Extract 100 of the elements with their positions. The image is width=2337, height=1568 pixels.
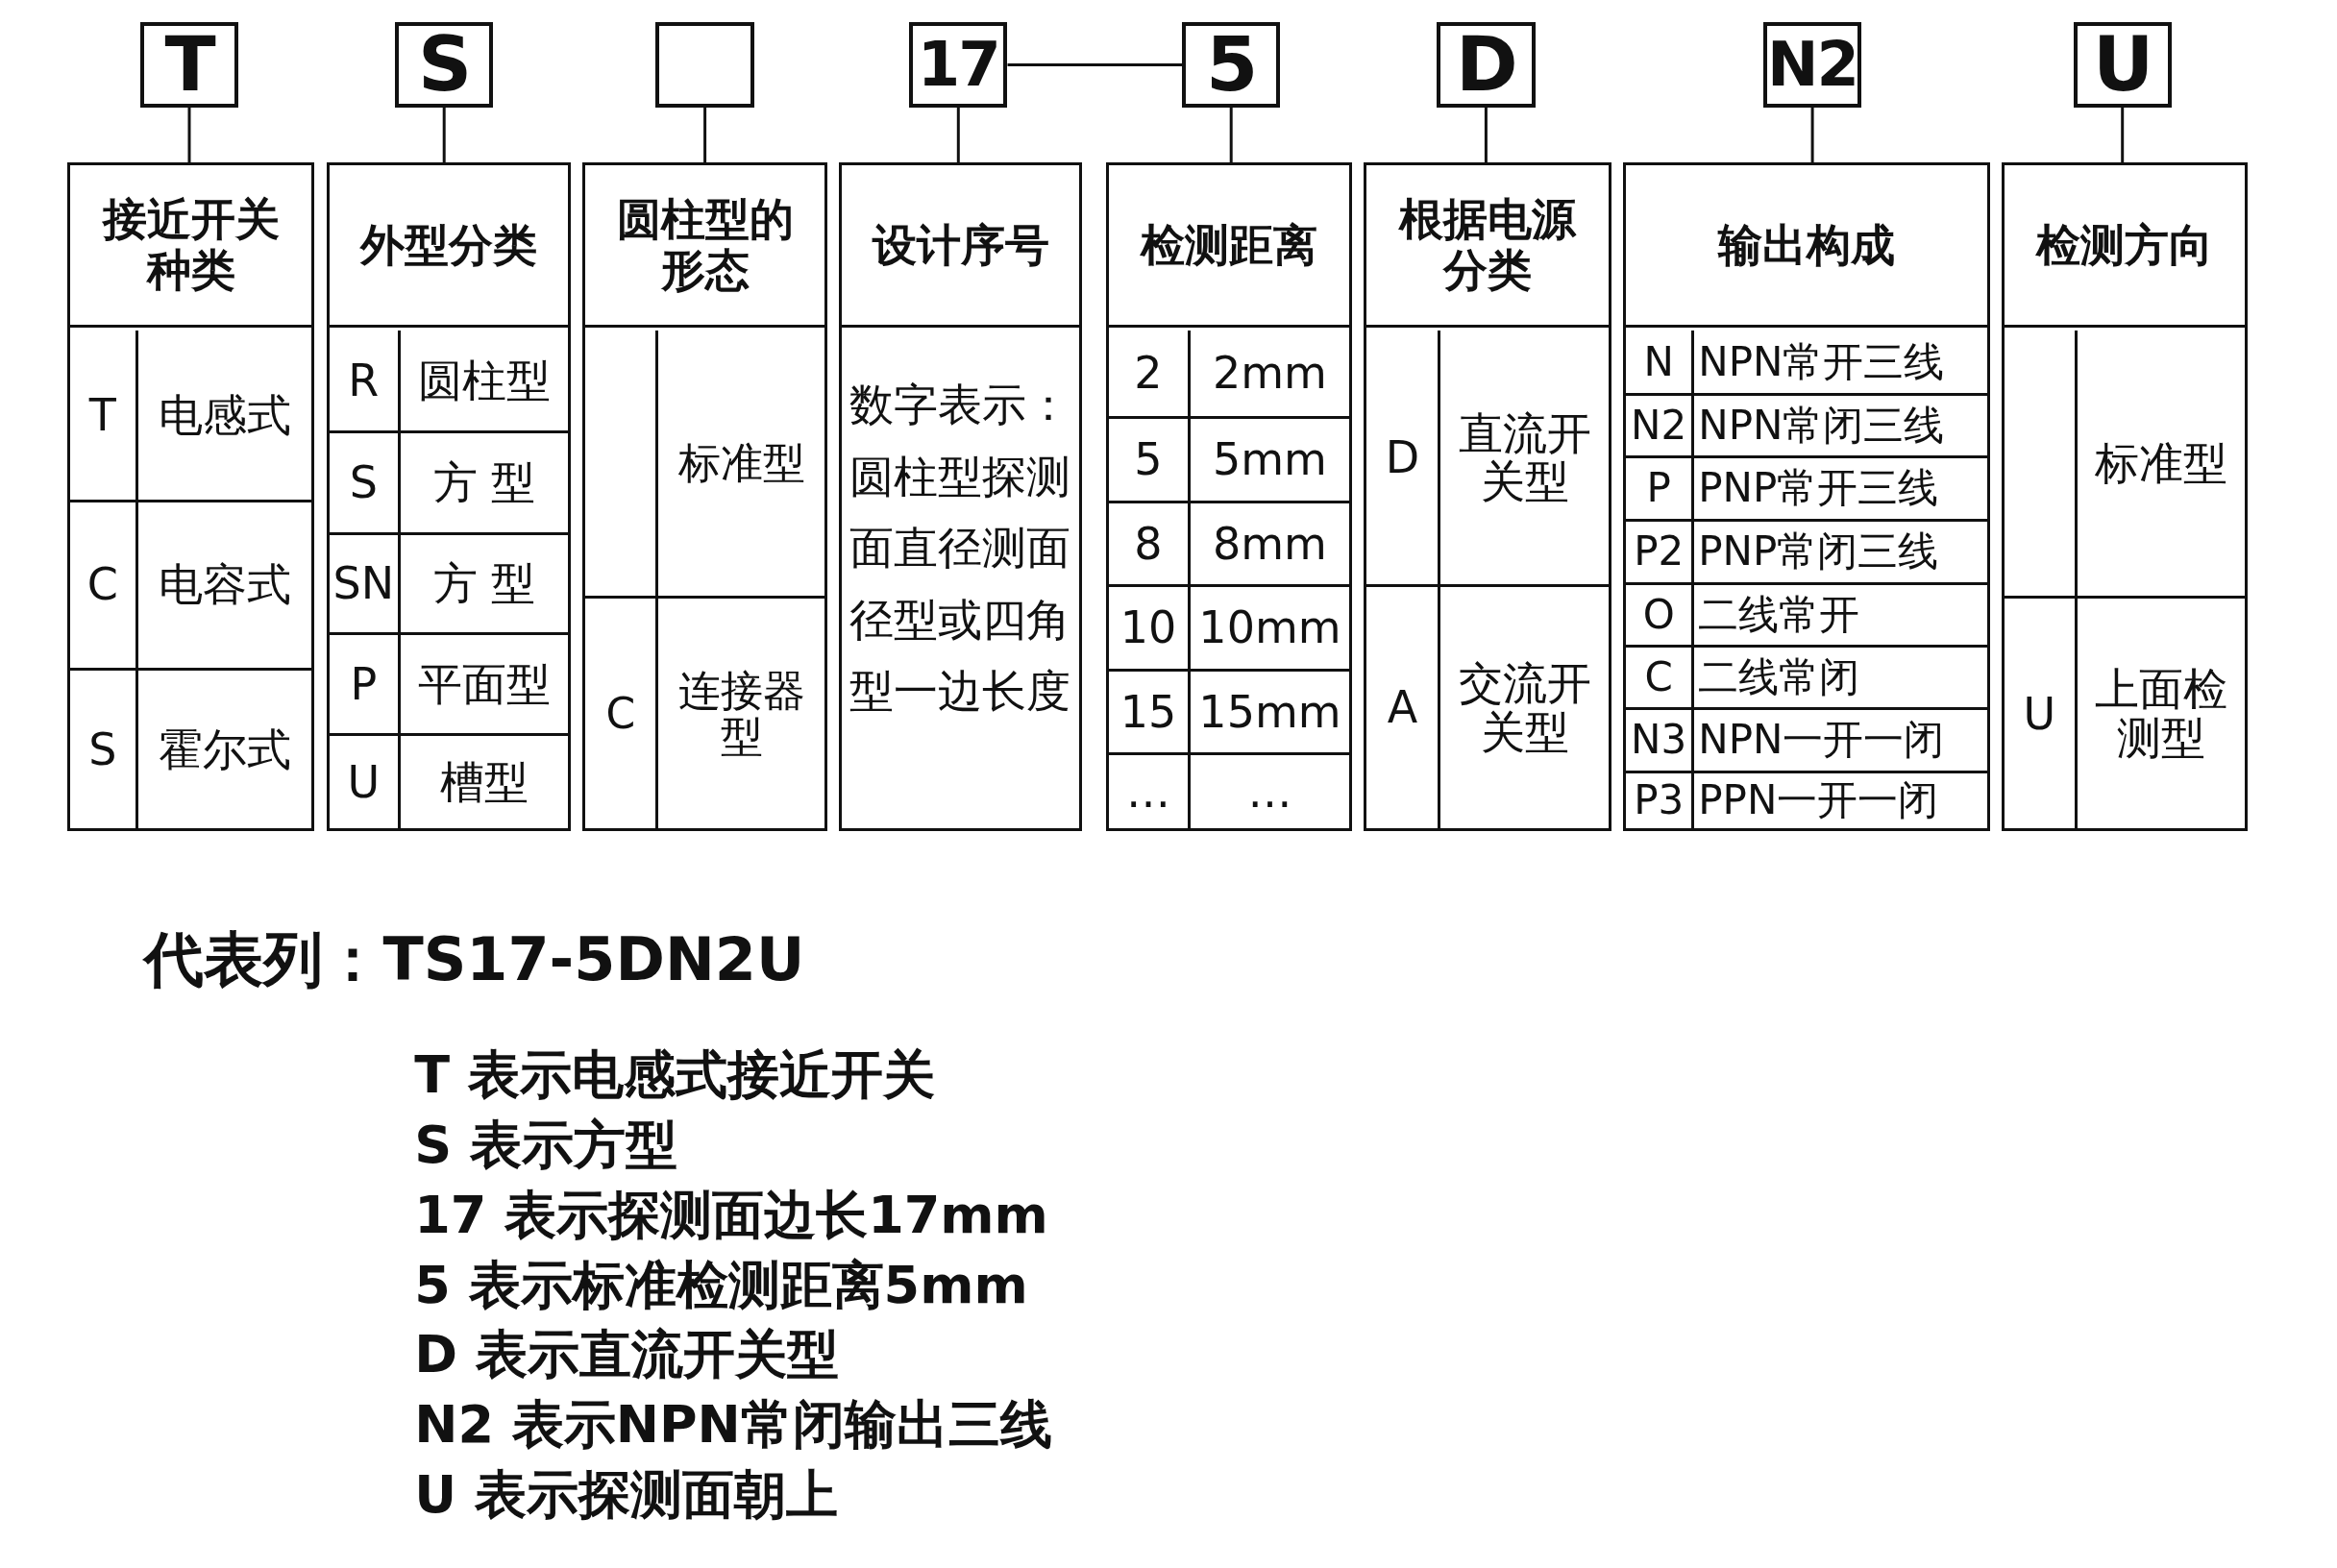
code-text: P [350, 659, 378, 709]
table-row [1108, 752, 1349, 829]
table-row [69, 667, 312, 829]
description-text: 二线常闭 [1698, 655, 1860, 700]
description-text: 直流开关型 [1458, 408, 1591, 506]
explanation-text: D 表示直流开关型 [414, 1326, 839, 1384]
table-column [326, 162, 572, 832]
description-text: PNP常开三线 [1698, 466, 1939, 511]
table-row [1626, 455, 1987, 519]
explanation-text: 5 表示标准检测距离5mm [414, 1256, 1028, 1313]
description-text: PPN一开一闭 [1698, 778, 1939, 823]
description-text: 平面型 [418, 659, 552, 709]
description-text: 圆柱型 [418, 355, 552, 405]
description-text: PNP常闭三线 [1698, 529, 1939, 575]
table-row [1108, 584, 1349, 670]
code-text: S [88, 724, 117, 774]
code-text: N [1643, 339, 1674, 384]
table-row [1366, 584, 1609, 829]
code-text: D [1385, 432, 1420, 482]
column-header: 检测方向 [2035, 219, 2213, 271]
code-text: C [605, 690, 636, 738]
column-header: 根据电源分类 [1397, 194, 1578, 297]
code-text: O [1642, 593, 1675, 638]
code-text: P3 [1634, 778, 1685, 823]
description-text: 上面检测型 [2094, 665, 2227, 763]
description-text: … [1247, 768, 1292, 817]
table-column [2002, 162, 2248, 832]
code-text: 15 [1119, 688, 1177, 737]
table-row [329, 531, 569, 632]
code-text: P2 [1634, 529, 1685, 575]
table-column [66, 162, 315, 832]
code-text: … [1126, 768, 1170, 817]
letter-box: S [395, 22, 494, 108]
description-text: 15mm [1198, 688, 1341, 737]
description-text: 电容式 [159, 560, 292, 610]
code-text: C [86, 560, 118, 610]
explanation-text: 17 表示探测面边长17mm [414, 1186, 1048, 1243]
connector-line [1229, 107, 1233, 163]
table-row [69, 499, 312, 668]
code-text: N2 [1631, 404, 1687, 449]
table-column [1105, 162, 1352, 832]
connector-line [703, 107, 707, 163]
description-text: 槽型 [440, 758, 529, 807]
code-text: SN [332, 558, 395, 608]
description-text: NPN一开一闭 [1698, 718, 1945, 763]
explanation-text: N2 表示NPN常闭输出三线 [414, 1396, 1052, 1454]
description-text: NPN常开三线 [1698, 339, 1945, 384]
description-text: 交流开关型 [1458, 659, 1591, 757]
table-column [839, 162, 1082, 832]
explanation-text: S 表示方型 [414, 1115, 677, 1174]
table-column [1623, 162, 1990, 832]
column-header: 圆柱型的形态 [615, 194, 795, 297]
description-text: 8mm [1213, 519, 1327, 569]
description-text: 霍尔式 [159, 724, 292, 774]
connector-line [2121, 107, 2125, 163]
code-text: 10 [1119, 603, 1177, 652]
description-text: 方 型 [432, 458, 536, 507]
code-text: S [349, 458, 378, 507]
connector-line [442, 107, 446, 163]
explanation-text: T 表示电感式接近开关 [414, 1045, 935, 1104]
connector-line [1484, 107, 1488, 163]
description-text: 标准型 [2094, 439, 2227, 488]
code-text: A [1387, 683, 1418, 733]
column-header: 接近开关种类 [101, 194, 281, 297]
connector-line [1810, 107, 1814, 163]
letter-box: 5 [1182, 22, 1281, 108]
code-text: P [1646, 466, 1671, 511]
example-heading: 代表列：TS17-5DN2U [144, 926, 805, 992]
connector-line [956, 107, 960, 163]
table-row [2005, 596, 2245, 829]
description-text: 二线常开 [1698, 593, 1860, 638]
description-text: 2mm [1213, 349, 1327, 398]
letter-box: D [1437, 22, 1536, 108]
table-column [1364, 162, 1611, 832]
code-text: 2 [1134, 349, 1163, 398]
column-header: 检测距离 [1140, 219, 1317, 271]
description-text: 数字表示：圆柱型探测面直径测面径型或四角型一边长度 [849, 379, 1071, 717]
description-text: 电感式 [159, 390, 292, 440]
code-text: N3 [1631, 718, 1687, 763]
table-row [1626, 645, 1987, 708]
connector-line [1007, 63, 1182, 66]
description-text: 连接器型 [676, 667, 806, 761]
letter-box: 17 [909, 22, 1008, 108]
column-header: 外型分类 [359, 219, 537, 271]
code-text: C [1644, 655, 1673, 700]
table-row [585, 596, 824, 829]
table-row [1626, 582, 1987, 646]
letter-box: N2 [1762, 22, 1862, 108]
column-header: 设计序号 [872, 219, 1049, 271]
explanation-text: U 表示探测面朝上 [414, 1466, 838, 1524]
empty-box [655, 22, 754, 108]
table-row [1626, 393, 1987, 456]
table-row [1108, 415, 1349, 502]
description-text: 方 型 [432, 558, 536, 608]
column-header: 输出构成 [1717, 219, 1895, 271]
description-text: NPN常闭三线 [1698, 404, 1945, 449]
table-row [1626, 707, 1987, 771]
table-row [1108, 501, 1349, 584]
connector-line [187, 107, 191, 163]
table-row [329, 631, 569, 734]
